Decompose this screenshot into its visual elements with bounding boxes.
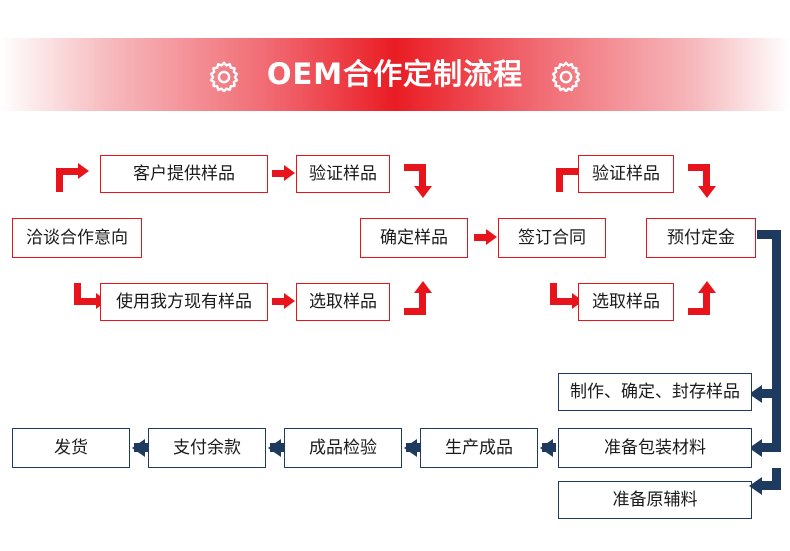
- arrow-right-customer-sample-to-verify: [272, 170, 286, 177]
- arrow-elbow-up-select-to-confirm: [404, 308, 426, 315]
- arrow-elbow-up-select2-to-deposit: [688, 308, 710, 315]
- node-pay-deposit[interactable]: 预付定金: [646, 218, 756, 258]
- arrow-right-customer-sample-to-verify: [284, 165, 295, 181]
- arrow-elbow-raw-materials: [749, 476, 762, 495]
- node-confirm-sample[interactable]: 确定样品: [360, 218, 468, 258]
- node-produce-finished-goods[interactable]: 生产成品: [420, 428, 538, 468]
- arrow-elbow-down-verify2-to-deposit: [688, 164, 710, 171]
- node-shipment[interactable]: 发货: [12, 428, 130, 468]
- arrow-deposit-down-to-make-sample: [757, 230, 781, 239]
- gear-icon: [209, 61, 238, 92]
- node-verify-sample-right[interactable]: 验证样品: [578, 155, 674, 193]
- node-make-confirm-seal-sample[interactable]: 制作、确定、封存样品: [558, 373, 752, 411]
- arrow-elbow-up-select2-to-deposit: [703, 292, 710, 315]
- arrow-left-inspection-to-balance: [268, 438, 281, 457]
- arrow-left-into-packaging: [749, 438, 762, 457]
- header-banner: OEM合作定制流程: [0, 38, 790, 111]
- arrow-elbow-up-right-to-customer-sample: [56, 168, 63, 192]
- arrow-right-existing-sample-to-select: [284, 293, 295, 309]
- node-use-existing-sample[interactable]: 使用我方现有样品: [100, 283, 268, 321]
- node-select-sample-right[interactable]: 选取样品: [578, 283, 674, 321]
- arrow-elbow-down-verify2-to-deposit: [703, 164, 710, 187]
- arrow-left-into-make-sample: [749, 384, 762, 403]
- node-verify-sample-left[interactable]: 验证样品: [296, 155, 390, 193]
- arrow-right-existing-sample-to-select: [272, 298, 286, 305]
- arrow-elbow-raw-materials: [772, 468, 781, 490]
- arrow-left-packaging-to-production: [540, 438, 553, 457]
- node-negotiate-cooperation[interactable]: 洽谈合作意向: [12, 218, 142, 258]
- arrow-elbow-up-select-to-confirm: [419, 292, 426, 315]
- gear-icon: [552, 61, 581, 92]
- arrow-elbow-up-right-to-customer-sample: [78, 163, 89, 179]
- arrow-elbow-up-select-to-confirm: [413, 281, 432, 293]
- arrow-right-confirm-to-contract: [474, 234, 488, 241]
- arrow-left-into-make-sample: [762, 389, 776, 398]
- arrow-elbow-raw-materials: [762, 481, 781, 490]
- arrow-elbow-down-verify-to-confirm: [404, 164, 426, 171]
- arrow-left-into-packaging: [762, 443, 776, 452]
- node-customer-provides-sample[interactable]: 客户提供样品: [100, 155, 268, 193]
- arrow-elbow-up-select2-to-deposit: [697, 281, 716, 293]
- arrow-elbow-down-verify2-to-deposit: [697, 186, 716, 198]
- page-title: OEM合作定制流程: [266, 57, 524, 91]
- arrow-elbow-up-right-to-verify-2: [556, 168, 578, 175]
- node-prepare-raw-materials[interactable]: 准备原辅料: [558, 481, 752, 519]
- node-prepare-packaging-materials[interactable]: 准备包装材料: [558, 428, 752, 468]
- arrow-elbow-down-right-to-existing-sample: [74, 283, 81, 305]
- arrow-elbow-down-right-to-existing-sample: [74, 298, 96, 305]
- node-sign-contract[interactable]: 签订合同: [498, 218, 606, 258]
- node-pay-balance[interactable]: 支付余款: [148, 428, 266, 468]
- arrow-left-balance-to-shipment: [132, 438, 145, 457]
- arrow-elbow-down-verify-to-confirm: [413, 186, 432, 198]
- arrow-elbow-down-right-to-select-2: [572, 293, 583, 309]
- arrow-deposit-down-to-make-sample: [772, 230, 781, 452]
- arrow-elbow-down-verify-to-confirm: [419, 164, 426, 187]
- arrow-left-production-to-inspection: [404, 438, 417, 457]
- node-finished-product-inspection[interactable]: 成品检验: [284, 428, 402, 468]
- arrow-elbow-up-right-to-customer-sample: [56, 168, 78, 175]
- arrow-elbow-down-right-to-select-2: [550, 283, 557, 305]
- arrow-right-confirm-to-contract: [486, 229, 497, 245]
- node-select-sample-left[interactable]: 选取样品: [296, 283, 390, 321]
- arrow-elbow-up-right-to-verify-2: [556, 168, 563, 192]
- arrow-elbow-down-right-to-select-2: [550, 298, 572, 305]
